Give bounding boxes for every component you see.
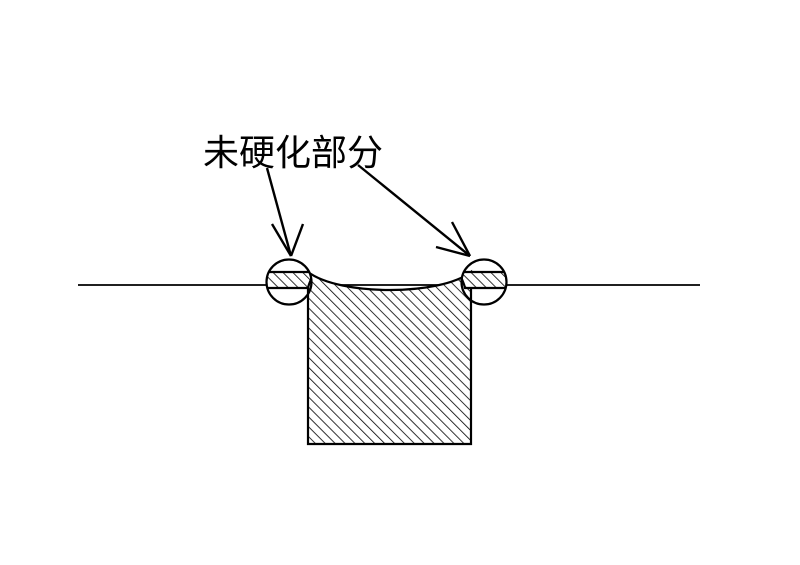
uncured-region-right [461,270,507,290]
cured-block [306,269,473,446]
uncured-right-outline [461,270,507,290]
leader-left-arrowhead-a [270,223,293,257]
leader-left-shaft [265,167,293,257]
detail-circle-left [265,258,313,306]
leader-right-shaft [357,164,471,257]
leader-right-arrowhead-b [450,221,472,257]
leader-line-right [357,164,472,258]
uncured-right-fill [461,272,507,288]
leader-line-left [265,167,305,257]
uncured-left-fill [266,272,312,288]
uncured-region-left [266,270,312,290]
leader-left-arrowhead-b [289,223,305,257]
leader-right-arrowhead-a [435,245,471,258]
uncured-portion-label: 未硬化部分 [203,133,383,174]
detail-circle-right [460,258,508,306]
cured-block-fill [308,272,471,444]
uncured-left-outline [266,270,312,290]
